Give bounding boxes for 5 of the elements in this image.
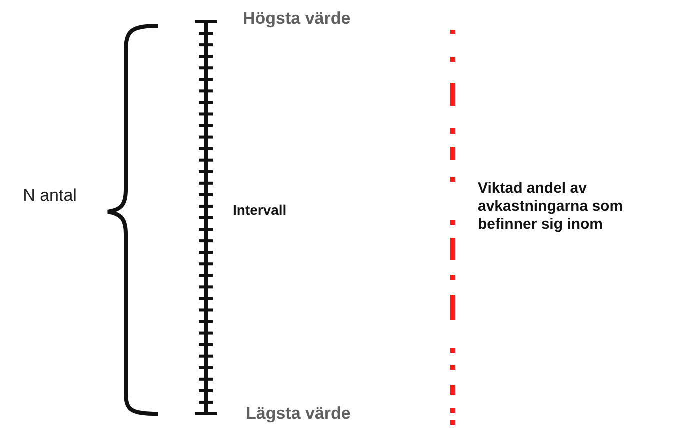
bottom-value-label: Lägsta värde (246, 404, 351, 424)
weighted-share-note: Viktad andel av avkastningarna som befinner sig inom (478, 180, 624, 234)
count-label: N antal (22, 186, 78, 206)
interval-label: Intervall (233, 202, 287, 219)
top-value-label: Högsta värde (243, 9, 351, 30)
